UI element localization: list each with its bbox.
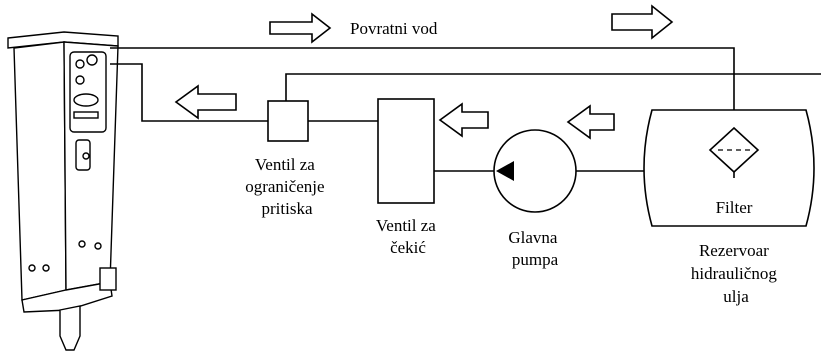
flow-arrow-icon [611,4,674,40]
pressure-line-pipe [110,63,378,122]
filter-symbol [708,126,760,178]
hammer-valve-label: Ventil za čekić [376,216,440,257]
flow-arrow-icon [269,12,332,44]
flow-arrow-icon [438,102,489,138]
relief-valve-label: Ventil za ograničenje pritiska [245,155,329,218]
hammer-valve-box [377,98,435,204]
flow-arrow-icon [566,104,615,140]
main-pump-label: Glavna pumpa [508,228,561,269]
hydraulic-hammer [7,31,119,351]
return-line-label: Povratni vod [350,19,438,38]
flow-arrow-icon [174,84,237,120]
relief-valve-box [267,100,309,142]
main-pump-symbol [493,129,577,213]
filter-label: Filter [716,198,753,217]
tank-label: Rezervoar hidrauličnog ulja [691,241,781,306]
